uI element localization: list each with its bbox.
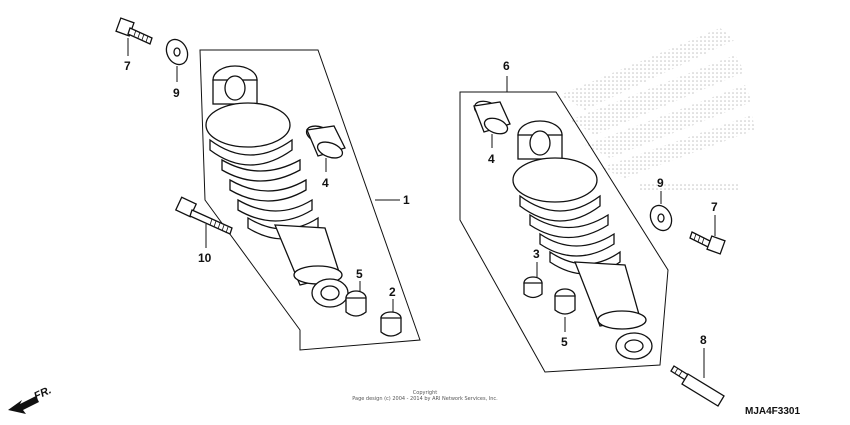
- shock-absorber-left: [205, 65, 349, 308]
- collar-2: [380, 311, 402, 337]
- brand-watermark: [560, 28, 755, 192]
- front-direction-arrow: FR.: [8, 384, 53, 414]
- callout-5-right: 5: [561, 335, 568, 349]
- callout-8: 8: [700, 333, 707, 347]
- bushing-4-right: [473, 100, 511, 135]
- callout-4-left: 4: [322, 176, 329, 190]
- washer-9-left: [165, 38, 189, 66]
- bolt-7-right: [689, 231, 726, 255]
- callout-9-left: 9: [173, 86, 180, 100]
- shock-absorber-right: [512, 120, 653, 360]
- bolt-7-left: [115, 17, 153, 45]
- diagram-code: MJA4F3301: [745, 406, 800, 417]
- washer-9-right: [649, 204, 673, 232]
- collar-3: [523, 276, 543, 299]
- callout-4-right: 4: [488, 152, 495, 166]
- callout-10: 10: [198, 251, 212, 265]
- bolt-10: [174, 196, 233, 235]
- copyright-notice: Page design (c) 2004 - 2014 by ARI Netwo…: [352, 396, 498, 402]
- callout-1: 1: [403, 193, 410, 207]
- stud-bolt-8: [670, 365, 725, 407]
- collar-5-right: [554, 288, 576, 315]
- right-frame: [459, 91, 669, 373]
- left-frame: [199, 49, 421, 351]
- bushing-4-left: [305, 125, 346, 159]
- callout-6: 6: [503, 59, 510, 73]
- callout-7-left: 7: [124, 59, 131, 73]
- front-direction-label: FR.: [32, 384, 53, 402]
- copyright-title: Copyright: [413, 390, 437, 396]
- callout-9-right: 9: [657, 176, 664, 190]
- callout-7-right: 7: [711, 200, 718, 214]
- collar-5-left: [345, 290, 367, 317]
- callout-5-left: 5: [356, 267, 363, 281]
- callout-3: 3: [533, 247, 540, 261]
- callout-2: 2: [389, 285, 396, 299]
